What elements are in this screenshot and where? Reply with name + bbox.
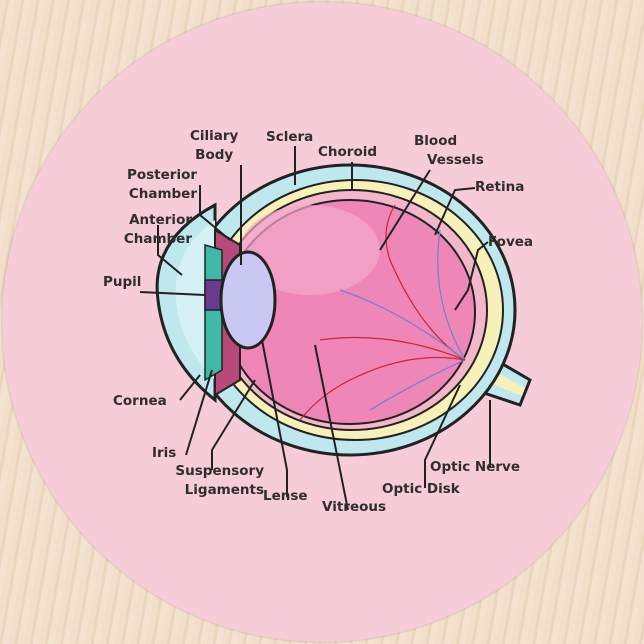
label-pupil: Pupil bbox=[103, 274, 142, 290]
label-line: Chamber bbox=[128, 186, 197, 202]
blood-vessels bbox=[299, 204, 466, 421]
label-choroid: Choroid bbox=[318, 144, 378, 160]
vitreous-highlight bbox=[240, 205, 380, 295]
label-line: Anterior bbox=[129, 212, 192, 228]
label-optic-nerve: Optic Nerve bbox=[430, 459, 520, 475]
label-line: Vessels bbox=[427, 152, 484, 168]
label-line: Blood bbox=[414, 133, 458, 149]
label-optic-disk: Optic Disk bbox=[382, 481, 460, 497]
label-iris: Iris bbox=[152, 445, 177, 461]
label-sclera: Sclera bbox=[266, 129, 314, 145]
label-line: Ciliary bbox=[190, 128, 239, 144]
label-vitreous: Vitreous bbox=[322, 499, 387, 515]
label-line: Chamber bbox=[123, 231, 192, 247]
label-cornea: Cornea bbox=[113, 393, 167, 409]
label-line: Body bbox=[195, 147, 234, 163]
iris bbox=[204, 243, 223, 382]
label-lense: Lense bbox=[263, 488, 308, 504]
label-line: Ligaments bbox=[184, 482, 264, 498]
label-retina: Retina bbox=[475, 179, 525, 195]
label-fovea: Fovea bbox=[488, 234, 534, 250]
label-line: Posterior bbox=[126, 167, 197, 183]
leader-lines bbox=[139, 146, 491, 511]
label-line: Suspensory bbox=[175, 463, 264, 479]
lens bbox=[219, 250, 277, 350]
